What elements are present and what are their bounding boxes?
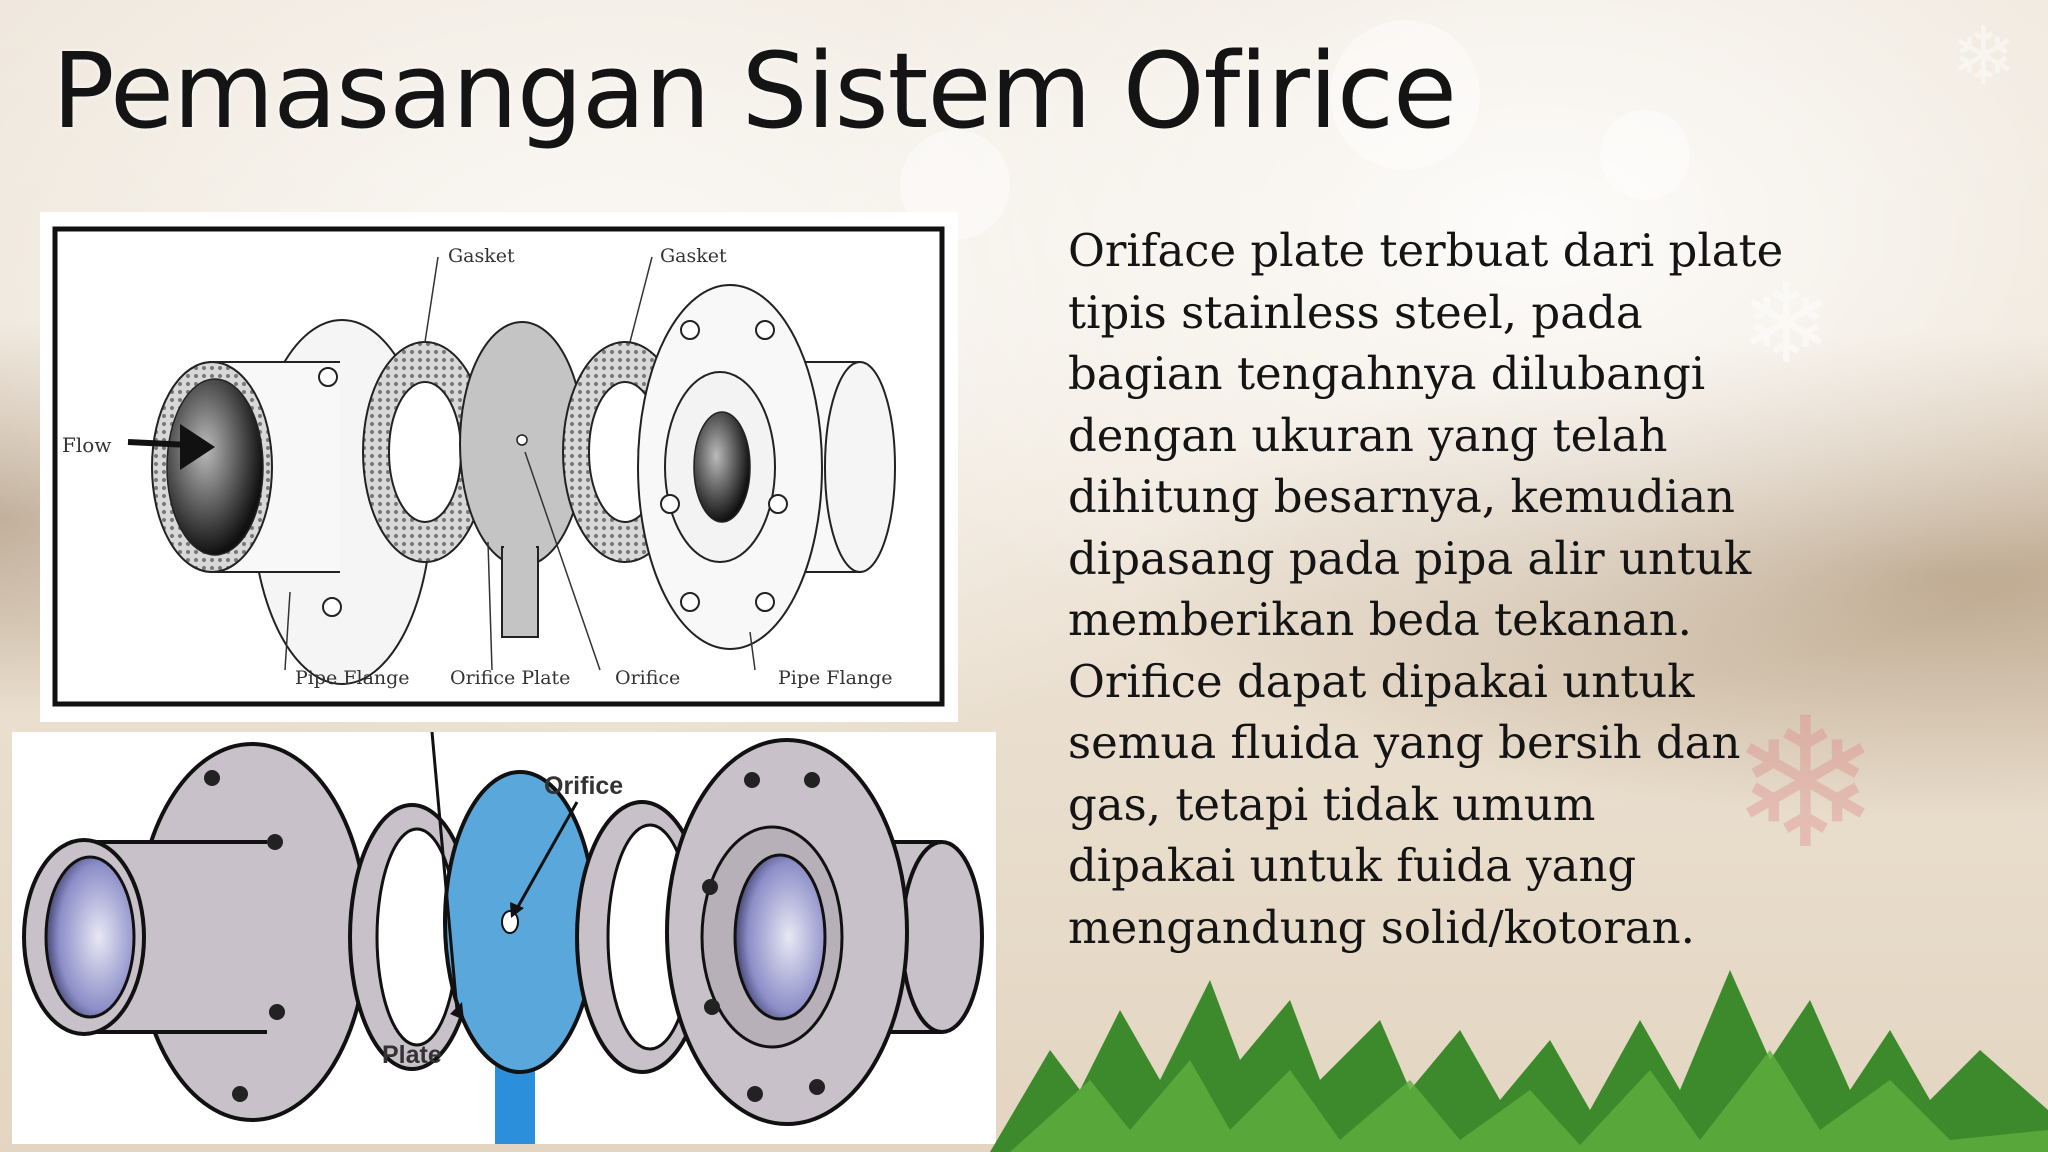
body-line: dihitung besarnya, kemudian: [1068, 470, 1736, 523]
leader-plate: [430, 732, 459, 1011]
body-line: dengan ukuran yang telah: [1068, 408, 1668, 462]
leader-orifice: [513, 801, 579, 913]
label-pipe-flange-right: Pipe Flange: [778, 667, 893, 689]
bokeh-light: [1330, 20, 1480, 170]
orifice-diagram-bw: Flow: [40, 212, 958, 722]
body-line: semua fluida yang bersih dan: [1068, 716, 1741, 769]
pipe-flange-right: [637, 284, 896, 650]
label-gasket-right: Gasket: [660, 245, 727, 267]
body-line: gas, tetapi tidak umum: [1068, 777, 1596, 831]
flange-left: [22, 742, 369, 1122]
body-line: bagian tengahnya dilubangi: [1068, 347, 1706, 400]
slide-body-text: Oriface plate terbuat dari plate tipis s…: [1068, 220, 1968, 958]
label-orifice-color: Orifice: [544, 772, 623, 800]
flow-arrow-icon: [127, 424, 215, 470]
pine-leaves-decoration: [990, 970, 2048, 1152]
orifice-plate: [459, 321, 585, 638]
body-line: mengandung solid/kotoran.: [1068, 900, 1695, 954]
bokeh-light: [1600, 110, 1690, 200]
label-pipe-flange-left: Pipe Flange: [295, 667, 410, 689]
label-gasket-left: Gasket: [448, 245, 515, 267]
slide-title: Pemasangan Sistem Ofirice: [52, 30, 1457, 152]
blue-orifice-plate: [443, 770, 597, 1144]
pipe-flange-left: [151, 319, 433, 685]
leader-lines: [284, 256, 756, 671]
label-orifice-plate: Orifice Plate: [450, 667, 570, 689]
snowflake-icon: ❄: [1730, 680, 1881, 889]
body-line: tipis stainless steel, pada: [1068, 285, 1643, 339]
label-orifice: Orifice: [615, 667, 680, 689]
leader-orifice-arrow-icon: [510, 902, 524, 918]
body-line: dipakai untuk fuida yang: [1068, 839, 1637, 892]
body-line: dipasang pada pipa alir untuk: [1068, 531, 1752, 585]
snowflake-icon: ❄: [1740, 260, 1833, 388]
label-plate: Plate: [382, 1041, 442, 1069]
body-line: Oriface plate terbuat dari plate: [1068, 224, 1784, 277]
snowflake-icon: ❄: [1950, 10, 2018, 103]
leader-plate-arrow-icon: [450, 1002, 464, 1020]
flange-right: [665, 738, 984, 1126]
body-line: memberikan beda tekanan.: [1068, 593, 1692, 646]
orifice-diagram-color: Orifice Plate: [12, 732, 996, 1144]
body-line: Orifice dapat dipakai untuk: [1068, 654, 1695, 708]
label-flow: Flow: [62, 433, 111, 457]
